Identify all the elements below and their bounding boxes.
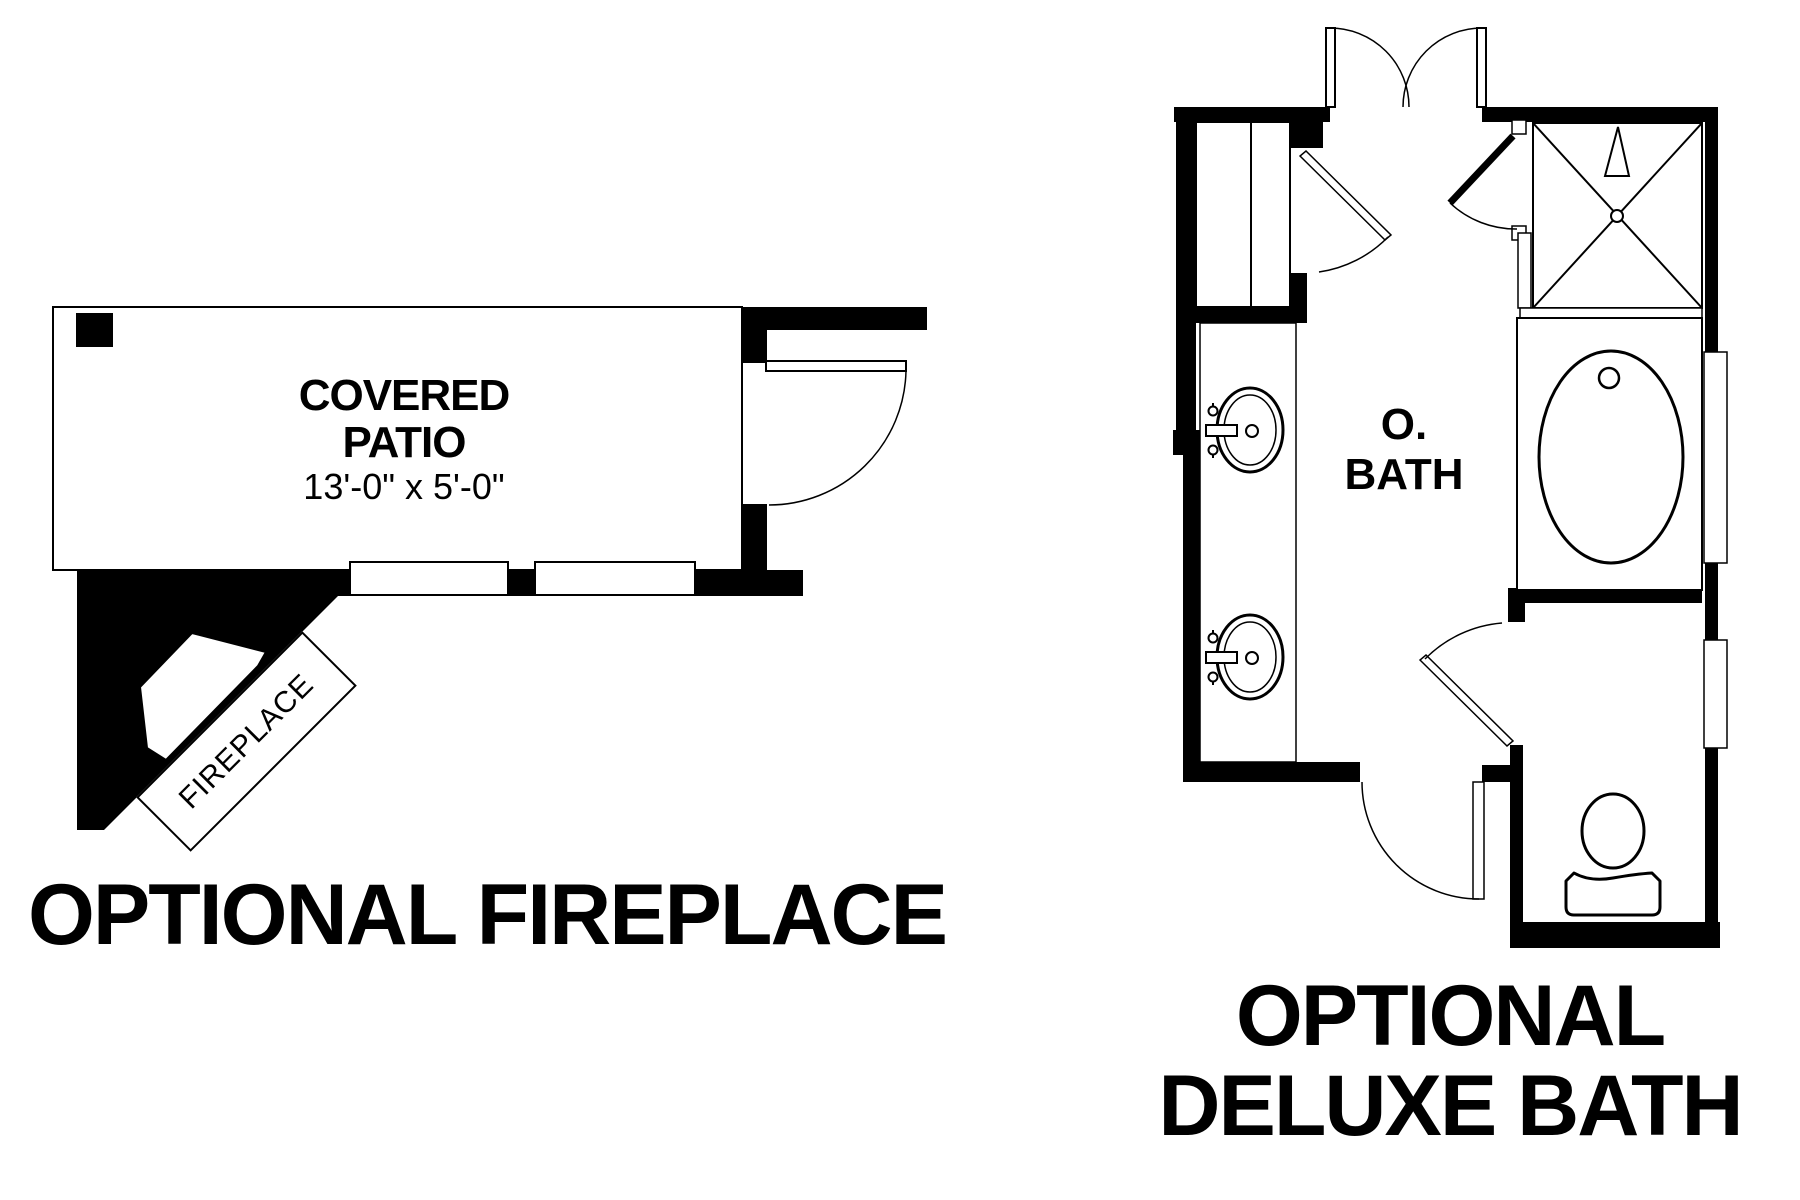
- shower-door-swing-arc: [1449, 202, 1518, 230]
- closet-right-wall: [1290, 273, 1307, 323]
- toilet-door-leaf: [1418, 653, 1515, 748]
- patio-window-2: [534, 561, 696, 596]
- shower-door-leaf: [1447, 133, 1516, 206]
- vanity-top-wall: [1188, 307, 1307, 323]
- bath-room-label: O. BATH: [1304, 400, 1504, 500]
- patio-column: [76, 313, 113, 347]
- bath-room-label-line2: BATH: [1344, 450, 1464, 499]
- sink-1: [1205, 386, 1285, 474]
- bath-top-wall-right: [1482, 107, 1718, 122]
- shower-hinge-top: [1511, 119, 1527, 135]
- covered-patio-label-line1: COVERED: [298, 371, 511, 420]
- covered-patio-label: COVERED PATIO 13'-0" x 5'-0": [254, 372, 554, 508]
- closet-door-swing-arc: [1318, 236, 1389, 273]
- sink-2-spout: [1205, 651, 1238, 664]
- toilet-room-bottom-wall: [1510, 922, 1720, 948]
- entry-door-swing-arc: [1361, 781, 1480, 900]
- sink-2-knob-cold: [1207, 671, 1219, 683]
- sink-2-knob-hot: [1207, 632, 1219, 644]
- sink-1-knob-cold: [1207, 444, 1219, 456]
- covered-patio-outline: [52, 306, 743, 571]
- entry-door-leaf: [1472, 781, 1485, 900]
- covered-patio-dimensions: 13'-0" x 5'-0": [303, 466, 505, 507]
- bath-left-wall-upper: [1176, 107, 1196, 432]
- bath-window-1: [1703, 351, 1728, 564]
- tub-basin: [1537, 349, 1685, 565]
- shower-drain: [1610, 209, 1624, 223]
- patio-door-leaf: [765, 360, 907, 372]
- vanity-bottom-wall: [1183, 762, 1360, 782]
- sink-1-knob-hot: [1207, 405, 1219, 417]
- shower-glass-panel: [1517, 232, 1532, 309]
- double-door-left-leaf: [1325, 27, 1336, 108]
- closet-door-jamb: [1290, 118, 1323, 148]
- bath-left-wall-step: [1173, 430, 1200, 455]
- fireplace-plan: [52, 306, 927, 830]
- patio-door-swing-arc: [768, 370, 907, 506]
- toilet-room-left-wall: [1510, 745, 1523, 948]
- bath-figure-title-line2: DELUXE BATH: [1158, 1058, 1743, 1154]
- entry-door-jamb: [1482, 765, 1510, 782]
- bath-figure-title: OPTIONAL DELUXE BATH: [1150, 971, 1750, 1151]
- patio-door-top-jamb: [741, 307, 767, 363]
- closet-door-leaf: [1298, 149, 1393, 242]
- tub-toilet-divider-wall: [1508, 588, 1702, 603]
- deluxe-bath-plan: [1173, 27, 1728, 948]
- shower-head-icon: [1603, 126, 1631, 177]
- fireplace-figure-title: OPTIONAL FIREPLACE: [28, 867, 948, 963]
- toilet-door-jamb: [1508, 603, 1525, 622]
- sink-2: [1205, 613, 1285, 701]
- toilet: [1564, 792, 1662, 917]
- bath-left-wall-lower: [1183, 455, 1200, 782]
- bath-window-2: [1703, 639, 1728, 749]
- toilet-door-swing-arc: [1424, 622, 1503, 660]
- closet-interior: [1195, 121, 1291, 308]
- double-door-right-arc: [1402, 27, 1483, 108]
- patio-top-wall: [741, 307, 927, 330]
- sink-2-drain: [1245, 651, 1259, 665]
- double-door-right-leaf: [1476, 27, 1487, 108]
- firebox: [138, 631, 268, 762]
- patio-window-1: [349, 561, 509, 596]
- bath-room-label-line1: O.: [1380, 400, 1428, 449]
- double-door-left-arc: [1329, 27, 1410, 108]
- toilet-tank: [1564, 871, 1662, 917]
- tub-faucet: [1597, 366, 1621, 390]
- bath-figure-title-line1: OPTIONAL: [1235, 968, 1666, 1064]
- toilet-bowl: [1580, 792, 1646, 870]
- sink-1-spout: [1205, 424, 1238, 437]
- sink-1-drain: [1245, 424, 1259, 438]
- patio-door-bottom-jamb: [741, 504, 767, 572]
- covered-patio-label-line2: PATIO: [342, 418, 467, 467]
